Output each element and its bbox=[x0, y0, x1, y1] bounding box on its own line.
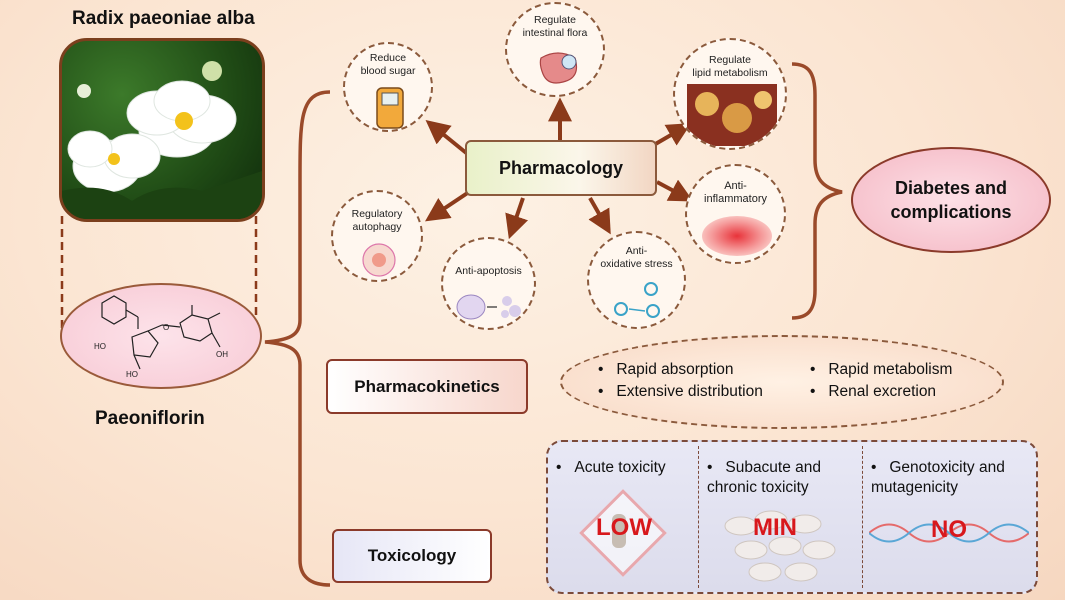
glucometer-icon bbox=[376, 87, 404, 129]
tox-divider bbox=[862, 446, 863, 588]
effect-reduce-blood-sugar: Reduce blood sugar bbox=[343, 42, 433, 132]
plant-photo bbox=[59, 38, 265, 222]
pk-item: • Rapid absorption bbox=[598, 361, 734, 378]
effect-regulatory-autophagy: Regulatory autophagy bbox=[331, 190, 423, 282]
toxicology-box: Toxicology bbox=[332, 529, 492, 583]
effect-anti-oxidative-stress: Anti- oxidative stress bbox=[587, 231, 686, 329]
outcome-diabetes: Diabetes and complications bbox=[851, 147, 1051, 253]
exclamation-icon bbox=[612, 514, 626, 548]
right-brace bbox=[791, 62, 843, 320]
atom-oh: OH bbox=[216, 350, 228, 359]
inflammation-icon bbox=[702, 216, 772, 256]
oxidative-stress-icon bbox=[614, 282, 660, 318]
effect-anti-apoptosis: Anti-apoptosis bbox=[441, 237, 536, 330]
stamp-min: MIN bbox=[753, 514, 797, 541]
pk-item: • Renal excretion bbox=[810, 383, 937, 400]
intestine-icon bbox=[539, 52, 578, 84]
atom-o: O bbox=[163, 323, 169, 332]
effect-regulate-intestinal-flora: Regulate intestinal flora bbox=[505, 2, 605, 97]
tox-col-genotoxicity: • Genotoxicity and mutagenicity NO bbox=[863, 442, 1036, 592]
compound-structure: HO HO O OH bbox=[60, 283, 262, 389]
tox-divider bbox=[698, 446, 699, 588]
apoptosis-icon bbox=[456, 294, 521, 320]
arrow-oxidative bbox=[588, 197, 611, 235]
dna-helix-icon bbox=[869, 523, 1029, 543]
atom-ho-1: HO bbox=[94, 342, 106, 351]
autophagy-cell-icon bbox=[362, 243, 396, 277]
pharmacokinetics-ellipse: • Rapid absorption • Rapid metabolism • … bbox=[560, 335, 1004, 429]
lipid-cells-icon bbox=[687, 84, 777, 146]
tox-label: • Genotoxicity and mutagenicity bbox=[871, 459, 1005, 496]
tox-col-chronic: • Subacute and chronic toxicity MIN bbox=[699, 442, 862, 592]
pk-item: • Extensive distribution bbox=[598, 383, 763, 400]
plant-name: Radix paeoniae alba bbox=[72, 8, 255, 29]
stamp-low: LOW bbox=[596, 514, 652, 541]
arrow-lipid bbox=[650, 123, 692, 148]
arrow-apoptosis bbox=[505, 197, 529, 240]
outcome-label: Diabetes and complications bbox=[890, 178, 1012, 222]
tox-col-acute: • Acute toxicity LOW bbox=[548, 442, 698, 592]
toxicology-panel: • Acute toxicity LOW • Subacute and chro… bbox=[546, 440, 1038, 594]
effect-regulate-lipid-metabolism: Regulate lipid metabolism bbox=[673, 38, 787, 150]
pharmacokinetics-box: Pharmacokinetics bbox=[326, 359, 528, 414]
atom-ho-2: HO bbox=[126, 370, 138, 379]
paeoniflorin-structure-icon: HO HO O OH bbox=[94, 295, 228, 379]
compound-name: Paeoniflorin bbox=[95, 408, 205, 429]
pharmacology-box: Pharmacology bbox=[465, 140, 657, 196]
tox-label: • Subacute and chronic toxicity bbox=[707, 459, 822, 496]
stamp-no: NO bbox=[931, 516, 967, 543]
pills-icon bbox=[724, 510, 836, 582]
pk-item: • Rapid metabolism bbox=[810, 361, 953, 378]
tox-label: • Acute toxicity bbox=[556, 459, 666, 476]
left-brace bbox=[264, 90, 331, 587]
arrow-inflammatory bbox=[656, 179, 694, 202]
effect-anti-inflammatory: Anti- inflammatory bbox=[685, 164, 786, 264]
arrow-blood-sugar bbox=[425, 119, 472, 158]
